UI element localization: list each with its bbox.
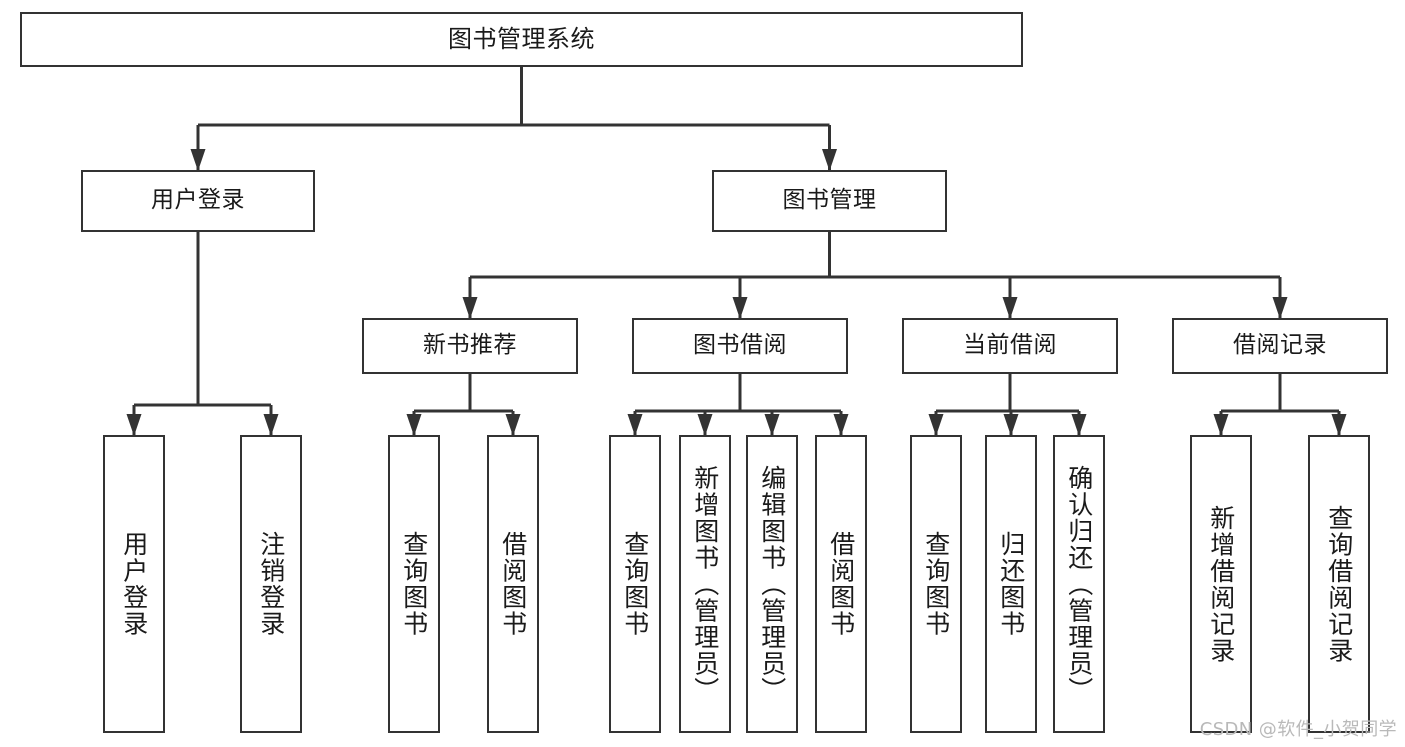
node-book-management[interactable]: 图书管理 xyxy=(712,170,947,232)
watermark: CSDN @软件_小贺同学 xyxy=(1199,719,1397,740)
node-borrow-record[interactable]: 借阅记录 xyxy=(1172,318,1388,374)
leaf-current-confirm-return-label: 确认归还（管理员） xyxy=(1064,464,1094,704)
leaf-borrow-borrow-book[interactable]: 借阅图书 xyxy=(815,435,867,733)
leaf-current-query-book[interactable]: 查询图书 xyxy=(910,435,962,733)
leaf-current-confirm-return[interactable]: 确认归还（管理员） xyxy=(1053,435,1105,733)
node-root-label: 图书管理系统 xyxy=(448,25,595,54)
leaf-user-logout[interactable]: 注销登录 xyxy=(240,435,302,733)
node-new-book-recommend-label: 新书推荐 xyxy=(423,332,517,359)
node-book-borrow[interactable]: 图书借阅 xyxy=(632,318,848,374)
leaf-current-query-book-label: 查询图书 xyxy=(921,531,951,637)
leaf-record-add-record-label: 新增借阅记录 xyxy=(1206,504,1236,664)
leaf-user-login[interactable]: 用户登录 xyxy=(103,435,165,733)
node-borrow-record-label: 借阅记录 xyxy=(1233,332,1327,359)
leaf-borrow-edit-book-label: 编辑图书（管理员） xyxy=(757,464,787,704)
leaf-user-login-label: 用户登录 xyxy=(119,531,149,637)
leaf-current-return-book-label: 归还图书 xyxy=(996,531,1026,637)
leaf-user-logout-label: 注销登录 xyxy=(256,531,286,637)
node-new-book-recommend[interactable]: 新书推荐 xyxy=(362,318,578,374)
leaf-borrow-query-book-label: 查询图书 xyxy=(620,531,650,637)
leaf-borrow-add-book-label: 新增图书（管理员） xyxy=(690,464,720,704)
leaf-recommend-query-book-label: 查询图书 xyxy=(399,531,429,637)
leaf-borrow-borrow-book-label: 借阅图书 xyxy=(826,531,856,637)
node-user-login-label: 用户登录 xyxy=(151,187,245,214)
leaf-borrow-query-book[interactable]: 查询图书 xyxy=(609,435,661,733)
node-book-borrow-label: 图书借阅 xyxy=(693,332,787,359)
leaf-record-query-record-label: 查询借阅记录 xyxy=(1324,504,1354,664)
leaf-borrow-edit-book[interactable]: 编辑图书（管理员） xyxy=(746,435,798,733)
node-user-login[interactable]: 用户登录 xyxy=(81,170,315,232)
node-current-borrow-label: 当前借阅 xyxy=(963,332,1057,359)
leaf-borrow-add-book[interactable]: 新增图书（管理员） xyxy=(679,435,731,733)
leaf-recommend-borrow-book-label: 借阅图书 xyxy=(498,531,528,637)
leaf-record-add-record[interactable]: 新增借阅记录 xyxy=(1190,435,1252,733)
node-root[interactable]: 图书管理系统 xyxy=(20,12,1023,67)
node-current-borrow[interactable]: 当前借阅 xyxy=(902,318,1118,374)
leaf-recommend-query-book[interactable]: 查询图书 xyxy=(388,435,440,733)
leaf-current-return-book[interactable]: 归还图书 xyxy=(985,435,1037,733)
leaf-recommend-borrow-book[interactable]: 借阅图书 xyxy=(487,435,539,733)
node-book-management-label: 图书管理 xyxy=(782,187,877,214)
leaf-record-query-record[interactable]: 查询借阅记录 xyxy=(1308,435,1370,733)
